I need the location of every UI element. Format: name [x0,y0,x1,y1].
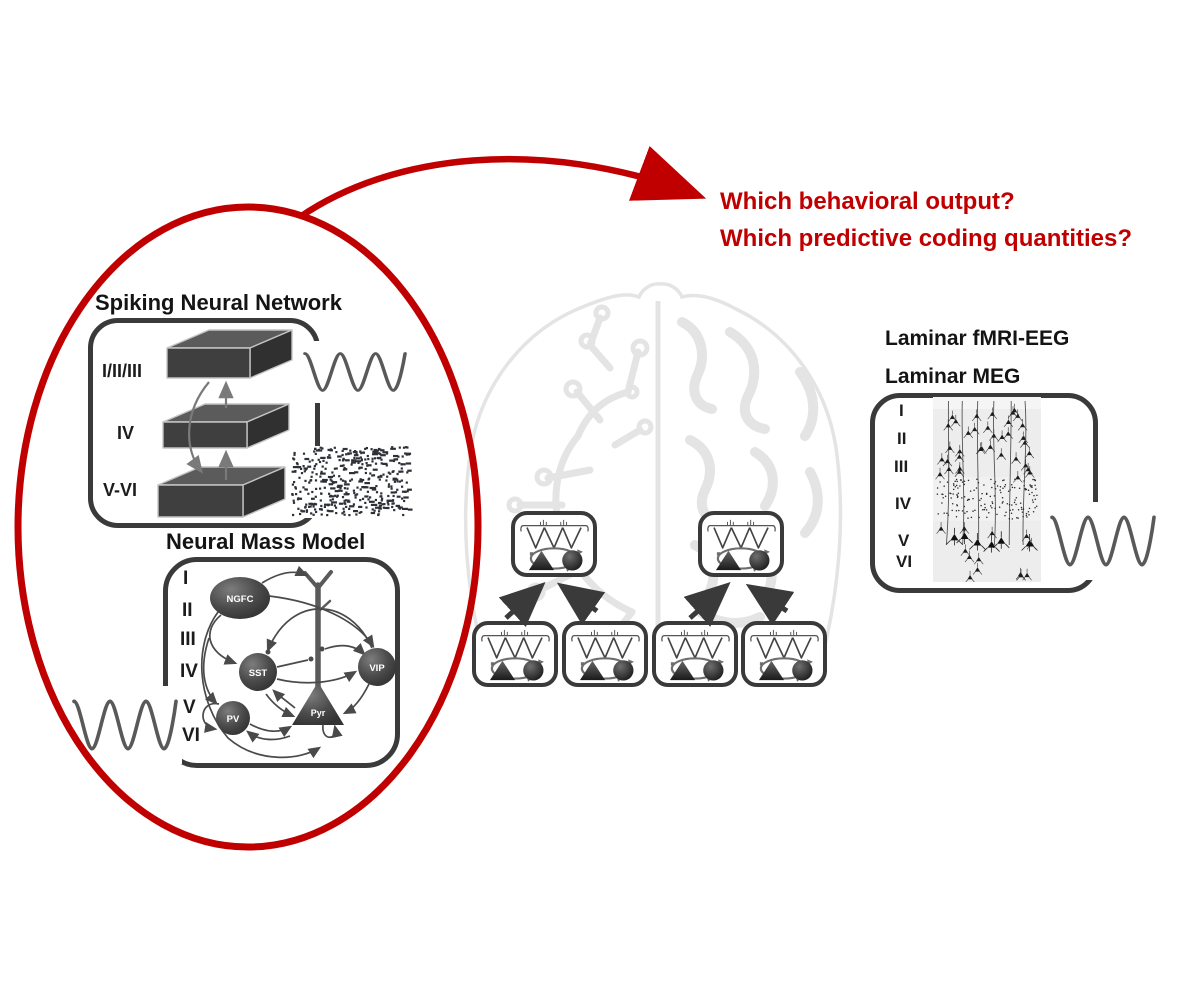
column-box-top-right [698,511,784,577]
pv-label: PV [227,714,240,725]
column-box-bottom-2 [562,621,648,687]
snn-layer-123: I/II/III [102,361,143,381]
snn-layer-4: IV [117,423,135,443]
brain-outline-illustration [463,282,843,663]
laminar-title-line1: Laminar fMRI-EEG [885,327,1070,350]
laminar-layer-4: IV [895,494,912,513]
snn-title: Spiking Neural Network [95,290,342,315]
nmm-layer-6: VI [182,725,200,746]
laminar-layer-2: II [897,429,907,448]
question-behavioral-output: Which behavioral output? [720,188,1015,215]
laminar-layer-5: V [898,531,910,550]
nmm-layer-4: IV [180,661,198,682]
column-box-bottom-1 [472,621,558,687]
column-box-bottom-4 [741,621,827,687]
laminar-layer-6: VI [896,552,913,571]
column-box-bottom-3 [652,621,738,687]
pyr-node [292,682,344,725]
snn-layer-slabs [157,329,293,518]
sst-label: SST [249,668,268,679]
spike-raster-plot [291,446,413,518]
laminar-layer-3: III [894,457,909,476]
vip-label: VIP [369,663,385,674]
column-box-top-left [511,511,597,577]
pyr-label: Pyr [311,708,326,718]
cortical-histology-illustration [933,397,1041,582]
question-predictive-coding: Which predictive coding quantities? [720,225,1133,252]
nmm-layer-5: V [183,697,196,718]
red-curved-arrow [298,146,707,220]
snn-layer-56: V-VI [103,480,138,500]
laminar-meg-wave [1046,502,1160,580]
nmm-title: Neural Mass Model [166,529,366,554]
nmm-lfp-wave [68,686,182,764]
laminar-layer-1: I [899,401,904,420]
laminar-title-line2: Laminar MEG [885,365,1021,388]
nmm-layer-2: II [182,600,193,621]
laminar-panel [870,393,1098,593]
snn-lfp-wave [299,341,411,403]
ngfc-label: NGFC [227,594,254,605]
nmm-layer-3: III [180,629,196,650]
nmm-layer-1: I [183,568,189,589]
